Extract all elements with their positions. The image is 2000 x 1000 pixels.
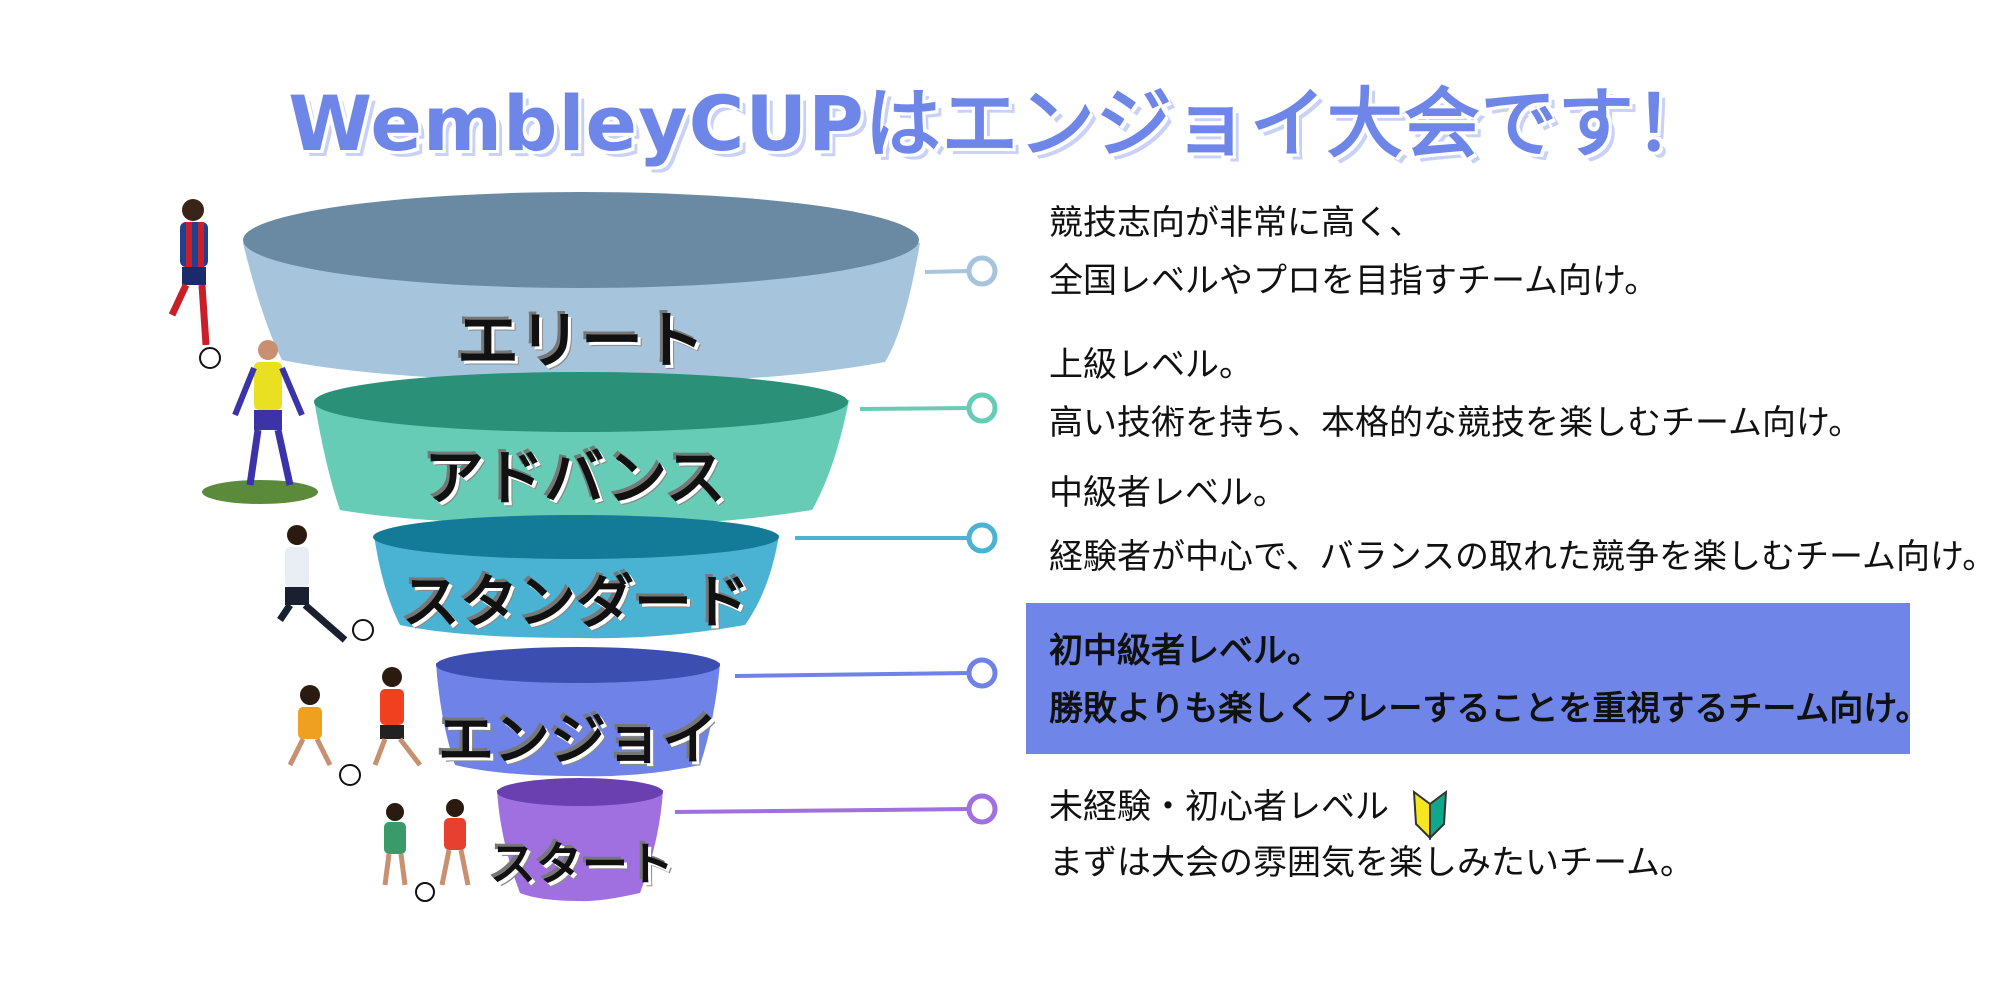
connector-circle	[966, 522, 998, 554]
tier-label-enjoy: エンジョイ	[438, 708, 718, 773]
tier-body	[374, 535, 779, 639]
player-illustration-standard	[277, 525, 374, 643]
player-illustration-enjoy	[287, 667, 422, 786]
tier-label-start: スタート	[490, 837, 674, 891]
funnel-tier-start	[497, 778, 998, 902]
tier-description-start-line1: 未経験・初心者レベル	[1049, 787, 1389, 827]
connector-circle	[966, 793, 998, 825]
tier-top	[436, 647, 720, 683]
connector-line	[924, 269, 971, 274]
tier-description-elite-line2: 全国レベルやプロを目指すチーム向け。	[1049, 261, 1659, 301]
tier-top	[373, 515, 779, 559]
tier-description-standard-line2: 経験者が中心で、バランスの取れた競争を楽しむチーム向け。	[1049, 537, 1997, 577]
tier-body	[314, 400, 849, 526]
tier-description-start-line2: まずは大会の雰囲気を楽しみたいチーム。	[1049, 843, 1694, 883]
tier-description-advance-line2: 高い技術を持ち、本格的な競技を楽しむチーム向け。	[1049, 403, 1863, 443]
tier-top	[314, 372, 848, 432]
player-illustration-advance	[202, 340, 318, 504]
tier-description-enjoy-line2: 勝敗よりも楽しくプレーすることを重視するチーム向け。	[1049, 689, 1930, 729]
tier-body	[497, 790, 663, 902]
funnel-tier-enjoy	[436, 647, 998, 777]
funnel-tier-elite	[243, 192, 998, 383]
beginner-mark-icon	[1412, 789, 1448, 844]
tier-label-advance: アドバンス	[424, 444, 726, 514]
tier-description-elite-line1: 競技志向が非常に高く、	[1049, 203, 1423, 243]
tier-top	[243, 192, 919, 288]
funnel-tier-standard	[373, 515, 998, 639]
funnel-tier-advance	[314, 372, 998, 526]
connector-circle	[966, 657, 998, 689]
tier-label-elite: エリート	[456, 304, 706, 377]
tier-description-enjoy-line1: 初中級者レベル。	[1049, 631, 1321, 671]
connector-circle	[966, 255, 998, 287]
tier-body	[436, 663, 720, 777]
page-title: WembleyCUPはエンジョイ大会です！	[288, 79, 1712, 168]
tier-description-standard-line1: 中級者レベル。	[1049, 473, 1287, 513]
connector-circle	[966, 392, 998, 424]
connector-line	[674, 807, 971, 814]
connector-line	[734, 671, 971, 678]
tier-description-advance-line1: 上級レベル。	[1049, 345, 1253, 385]
tier-top	[497, 778, 663, 806]
player-illustration-start	[382, 799, 471, 902]
tier-label-standard: スタンダード	[401, 568, 751, 636]
connector-line	[859, 406, 971, 411]
highlight-box-enjoy	[1026, 603, 1910, 754]
player-illustration-elite	[168, 199, 221, 369]
